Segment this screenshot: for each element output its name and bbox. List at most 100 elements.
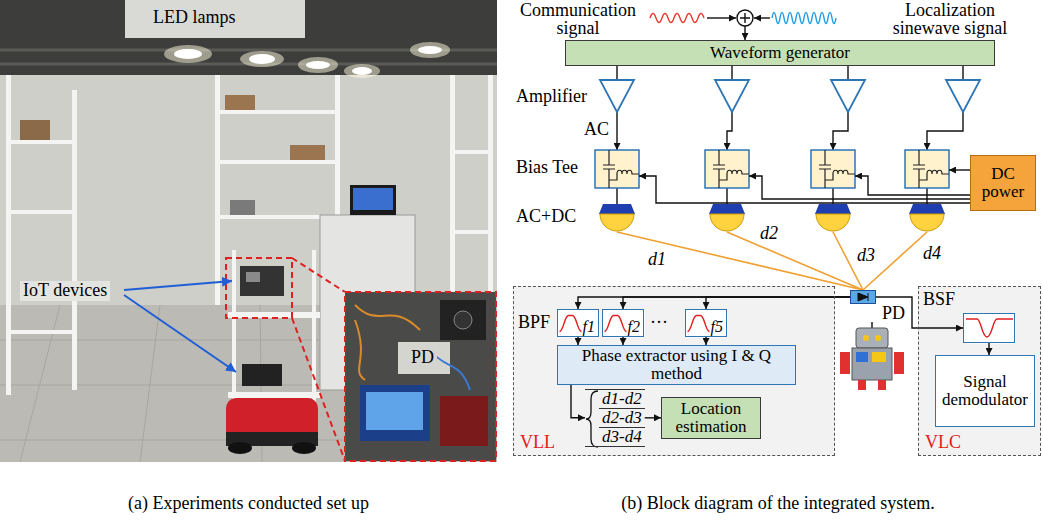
- process-box: Location estimation: [661, 397, 761, 439]
- signal-wire: [617, 66, 963, 204]
- cabinet-and-monitor: [353, 188, 393, 210]
- connector-arrow: [578, 297, 850, 309]
- distance-label: d1: [648, 250, 666, 270]
- zoom-inset: [226, 258, 496, 461]
- filter-symbol: [603, 310, 645, 338]
- shelving: [215, 110, 340, 114]
- signal-label: Communication signal: [514, 1, 642, 37]
- ceiling-lamp: [240, 51, 284, 67]
- shelving: [230, 200, 255, 215]
- distance-difference-stack: d1-d2d2-d3d3-d4: [585, 389, 645, 447]
- bias-tee-symbol: [595, 150, 949, 188]
- dc-wire: [639, 176, 970, 203]
- filter-symbol: [558, 310, 600, 338]
- filter-symbol: [966, 319, 1013, 337]
- region-ground: [513, 286, 1041, 456]
- shelving: [290, 145, 325, 160]
- region-label: VLL: [520, 433, 555, 452]
- connector-arrow: [622, 337, 623, 345]
- light-path: [617, 232, 927, 290]
- amplifier-symbol: [831, 80, 865, 112]
- ceiling-lamp: [410, 42, 450, 58]
- amplifier-symbol: [600, 80, 980, 112]
- region-ground: [918, 286, 1041, 456]
- robot-cart: [246, 272, 260, 282]
- frequency-label: f1: [583, 319, 595, 336]
- shelving: [6, 75, 11, 395]
- connector-arrow: [645, 417, 661, 418]
- shelving: [215, 75, 220, 305]
- ceiling-lamp: [344, 64, 380, 78]
- signal-adder: [744, 26, 745, 40]
- box-label: Phase extractor using I & Q method: [561, 347, 792, 383]
- connector-arrow: [577, 337, 578, 345]
- ceiling-lamp: [418, 46, 442, 54]
- device-label: PD: [882, 304, 905, 323]
- zoom-inset: [355, 305, 420, 380]
- zoom-inset: [398, 342, 450, 374]
- robot-cart: [226, 250, 320, 454]
- signal-adder: [707, 10, 770, 40]
- filter-symbol: [688, 316, 710, 332]
- pointer-arrow: [124, 295, 236, 372]
- lab-photo: [0, 0, 497, 462]
- shelving: [6, 140, 77, 144]
- distance-difference: d3-d4: [599, 427, 645, 446]
- dc-wire: [949, 169, 970, 170]
- power-supply-box: DC power: [970, 155, 1036, 211]
- distance-label: d2: [760, 224, 778, 244]
- shelving: [6, 75, 493, 420]
- lab-photo: [0, 0, 497, 75]
- subfigure-caption: (a) Experiments conducted set up: [0, 494, 497, 514]
- zoom-inset: [454, 311, 472, 329]
- robot-cart: [232, 250, 236, 410]
- distance-label: d4: [923, 244, 941, 264]
- signal-wire: [617, 66, 963, 80]
- zoom-inset: [430, 350, 470, 390]
- robot-cart: [228, 392, 320, 398]
- robot-figure: [875, 335, 881, 341]
- box-label: Signal demodulator: [939, 373, 1031, 409]
- photo-label: LED lamps: [150, 8, 239, 28]
- zoom-inset: [292, 258, 345, 461]
- generator-box: Waveform generator: [565, 40, 995, 66]
- light-path: [617, 232, 927, 290]
- shelving: [6, 330, 77, 334]
- photodiode-symbol: [850, 290, 876, 304]
- zoom-inset: [440, 300, 486, 340]
- amplifier-symbol: [715, 80, 749, 112]
- robot-cart: [240, 266, 284, 296]
- pointer-arrow: [124, 281, 236, 372]
- bias-tee-symbol: [905, 150, 949, 188]
- ceiling-lamp: [352, 67, 372, 75]
- signal-adder: [740, 13, 750, 23]
- robot-figure: [878, 380, 886, 390]
- dc-wire: [855, 176, 970, 195]
- connector-arrow: [705, 337, 706, 345]
- cabinet-and-monitor: [350, 185, 396, 215]
- robot-figure: [852, 348, 892, 380]
- box-label: DC power: [974, 165, 1032, 201]
- ceiling-lamp: [249, 54, 275, 64]
- box-label: Location estimation: [665, 400, 757, 436]
- connector-arrow: [706, 297, 850, 309]
- distance-difference: d1-d2: [599, 390, 645, 408]
- bandpass-filter-box: f5: [685, 309, 727, 337]
- signal-waveform: [772, 13, 836, 24]
- connector-arrow: [571, 385, 585, 418]
- process-box: Phase extractor using I & Q method: [557, 345, 796, 385]
- signal-wire: [616, 112, 617, 150]
- robot-cart: [226, 398, 318, 446]
- bandpass-filter-box: f1: [557, 309, 599, 337]
- robot-figure: [840, 352, 850, 374]
- robot-cart: [292, 442, 316, 454]
- ceiling-lamp: [174, 49, 202, 59]
- shelving: [450, 150, 493, 154]
- distance-label: d3: [857, 246, 875, 266]
- process-box: Signal demodulator: [935, 355, 1035, 427]
- signal-adder: [707, 17, 736, 18]
- brace: [586, 391, 598, 447]
- ceiling-lamp: [298, 57, 338, 73]
